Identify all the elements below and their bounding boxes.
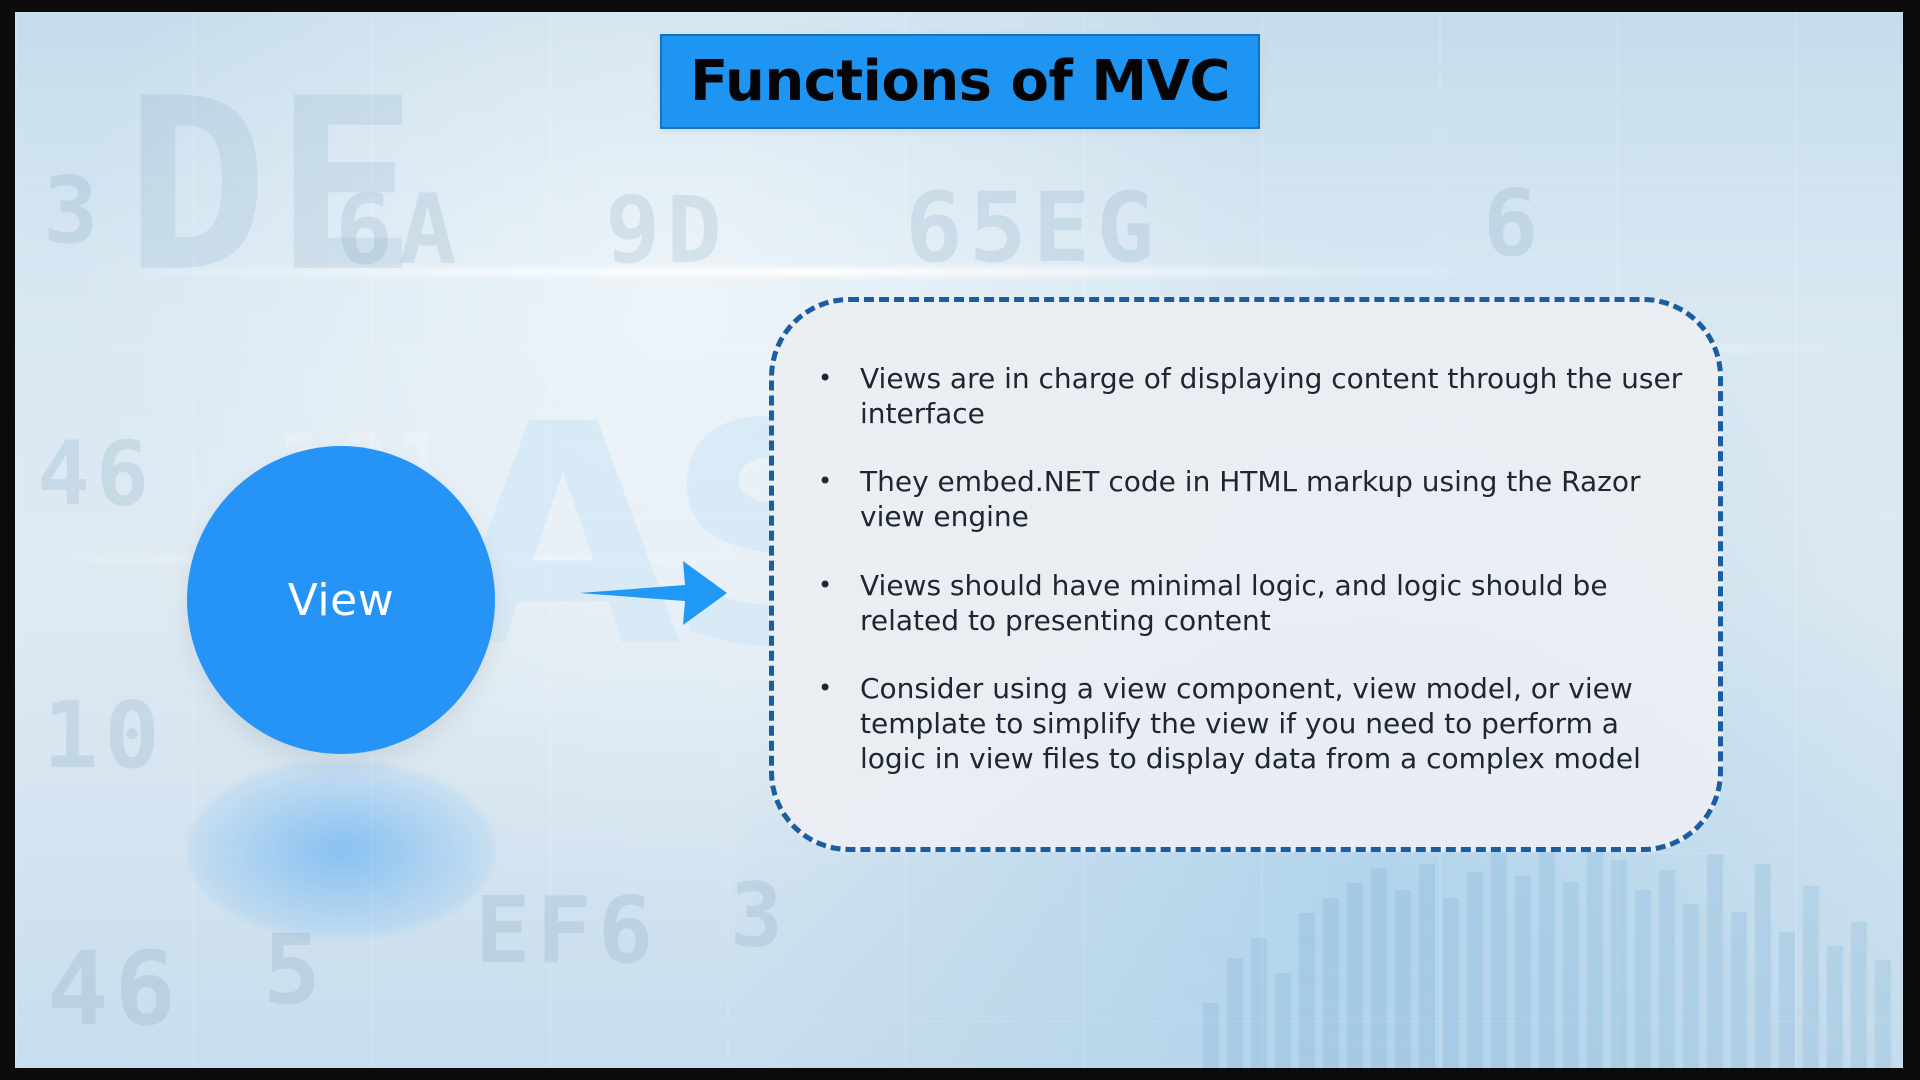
background-glyph: 6 [1483, 170, 1545, 277]
bullet-item: • Views should have minimal logic, and l… [814, 569, 1684, 638]
bullet-text: Views are in charge of displaying conten… [860, 362, 1683, 430]
view-circle: View [187, 446, 495, 754]
slide-title: Functions of MVC [689, 48, 1231, 114]
background-glyph: 6A [335, 174, 463, 286]
content-panel: • Views are in charge of displaying cont… [769, 297, 1723, 852]
background-streak [65, 267, 1525, 277]
background-glyph: 65EG [905, 172, 1161, 284]
bullet-icon: • [818, 364, 833, 392]
background-glyph: 3 [43, 157, 105, 264]
background-glyph: DE [125, 48, 424, 325]
background-glyph: 46 [37, 422, 155, 525]
bullet-list: • Views are in charge of displaying cont… [814, 362, 1684, 810]
bullet-text: Views should have minimal logic, and log… [860, 568, 1608, 637]
background-glyph: 5 [263, 914, 327, 1026]
view-label: View [287, 574, 395, 626]
bullet-item: • Consider using a view component, view … [814, 672, 1684, 776]
bullet-text: Consider using a view component, view mo… [860, 672, 1641, 775]
view-circle-reflection [187, 760, 495, 940]
bullet-item: • Views are in charge of displaying cont… [814, 362, 1684, 431]
bullet-item: • They embed.NET code in HTML markup usi… [814, 465, 1684, 534]
background-glyph: 46 [47, 930, 182, 1049]
bullet-icon: • [818, 467, 833, 496]
background-glyph: 9D [605, 177, 728, 284]
bullet-icon: • [818, 674, 833, 703]
background-glyph: EF6 [475, 877, 660, 984]
bullet-text: They embed.NET code in HTML markup using… [860, 465, 1641, 534]
bullet-icon: • [818, 570, 833, 599]
slide-title-box: Functions of MVC [660, 34, 1260, 129]
right-arrow-icon [579, 561, 727, 625]
background-glyph: 3 [730, 864, 789, 967]
background-glyph: 10 [43, 682, 166, 789]
background-bars [1203, 846, 1891, 1068]
slide-canvas: 3 DE 6A 9D 65EG 6 46 101 10 EF6 3 46 5 [15, 12, 1903, 1068]
